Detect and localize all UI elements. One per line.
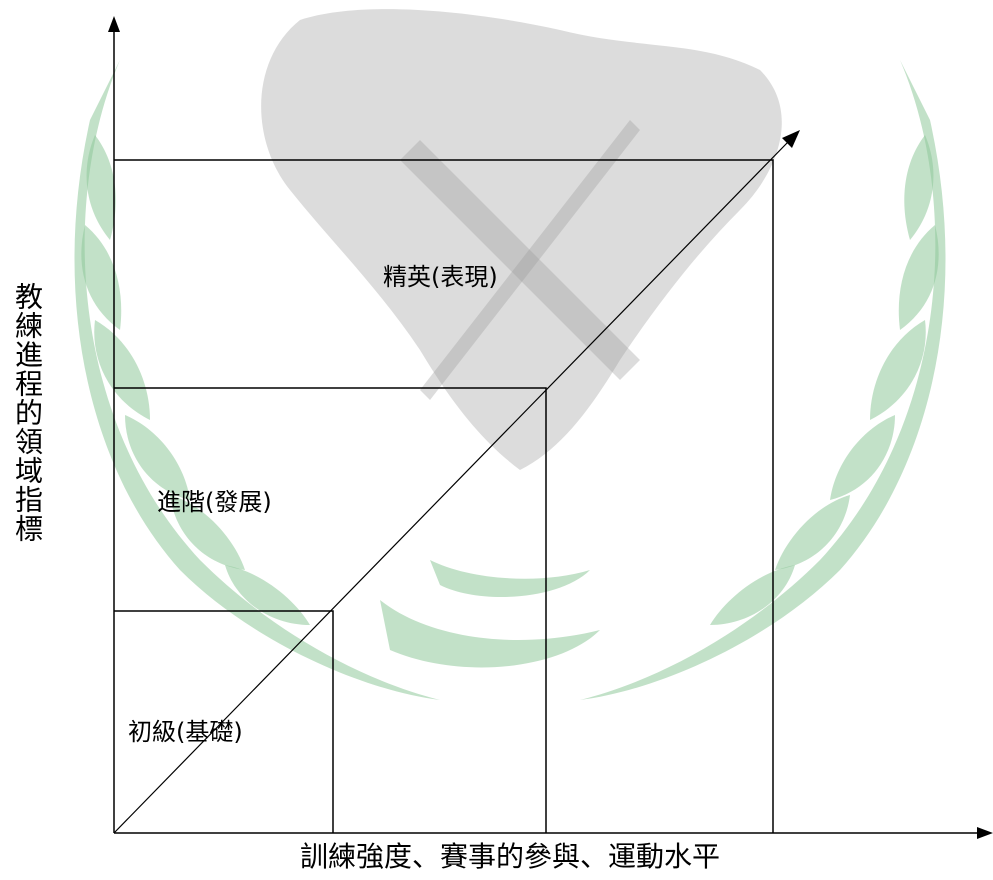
y-axis-arrow-icon bbox=[108, 16, 120, 32]
level-boxes bbox=[114, 159, 774, 833]
level-label-intermediate: 進階(發展) bbox=[157, 488, 272, 516]
progression-diagonal-line bbox=[113, 141, 789, 834]
level-label-beginner: 初級(基礎) bbox=[128, 718, 243, 746]
axes bbox=[108, 16, 993, 839]
x-axis-arrow-icon bbox=[977, 827, 993, 839]
level-box-beginner bbox=[114, 610, 334, 833]
level-label-elite: 精英(表現) bbox=[383, 263, 498, 291]
progression-arrow bbox=[113, 130, 800, 834]
level-box-elite bbox=[114, 159, 774, 833]
laurel-wreath-watermark-icon bbox=[74, 9, 946, 700]
x-axis-label: 訓練強度、賽事的參與、運動水平 bbox=[300, 840, 721, 873]
progression-arrow-head-icon bbox=[782, 130, 800, 148]
level-box-intermediate bbox=[114, 387, 547, 833]
y-axis-label: 教練進程的領域指標 bbox=[11, 282, 44, 543]
